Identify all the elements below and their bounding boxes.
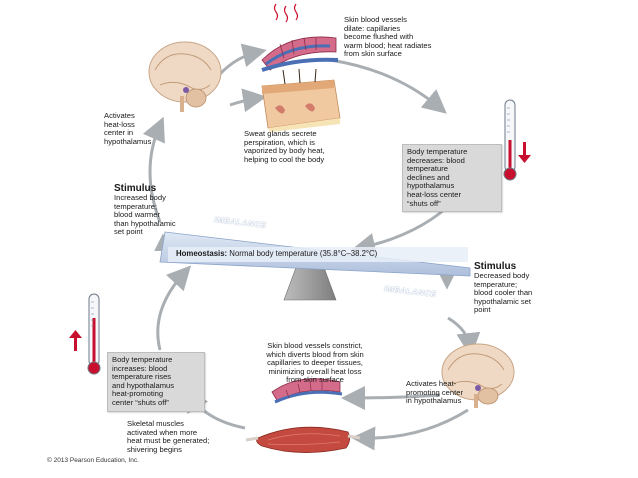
stimulus-left-text: Increased body temperature; blood warmer…	[114, 193, 176, 237]
thermometer-low-icon	[503, 99, 517, 181]
arrow-brain-to-vessels	[213, 43, 267, 81]
brain-top-icon	[148, 41, 222, 112]
homeostasis-value: Normal body temperature (35.8°C–38.2°C)	[227, 249, 378, 258]
arrow-vessels-to-temp	[329, 58, 447, 114]
heat-loss-center-text: Activates heat-loss center in hypothalam…	[104, 111, 152, 146]
homeostasis-band	[168, 247, 468, 262]
constricted-capillaries-icon	[271, 378, 343, 404]
arrow-brain-to-muscle	[351, 408, 469, 451]
stimulus-right-title: Stimulus	[474, 261, 517, 272]
arrow-stimulus-to-brain	[142, 116, 165, 223]
red-down-arrow-icon	[518, 142, 531, 163]
vessels-dilate-text: Skin blood vessels dilate: capillaries b…	[344, 15, 432, 59]
arrow-box-to-homeostasis	[156, 265, 192, 351]
stimulus-right-text: Decreased body temperature; blood cooler…	[474, 271, 533, 315]
heat-wave-icon	[273, 3, 299, 23]
vessels-constrict-text: Skin blood vessels constrict, which dive…	[266, 341, 364, 385]
heat-promoting-center-text: Activates heat- promoting center in hypo…	[406, 379, 463, 406]
stimulus-right: Stimulus Decreased body temperature; blo…	[474, 261, 574, 315]
brain-bottom-icon	[441, 343, 515, 408]
temp-decreases-box: Body temperature decreases: blood temper…	[402, 144, 502, 213]
shivering-text: Skeletal muscles activated when more hea…	[127, 419, 210, 454]
arrow-stimulus-to-brain-bottom	[447, 316, 481, 357]
homeostasis-title: Homeostasis:	[176, 249, 228, 258]
dilated-capillaries-icon	[261, 36, 339, 72]
muscle-icon	[245, 426, 361, 453]
temp-increases-box: Body temperature increases: blood temper…	[107, 352, 205, 412]
copyright: © 2013 Pearson Education, Inc.	[47, 457, 139, 464]
stimulus-left-title: Stimulus	[114, 183, 157, 194]
arrow-brain-to-sweat	[229, 88, 267, 113]
thermometer-high-icon	[87, 293, 101, 375]
stimulus-left: Stimulus Increased body temperature; blo…	[114, 183, 214, 237]
sweat-glands-text: Sweat glands secrete perspiration, which…	[244, 129, 325, 164]
arrow-brain-to-vessels-bottom	[341, 385, 441, 410]
homeostasis-label: Homeostasis: Normal body temperature (35…	[176, 249, 377, 258]
skin-cross-section-icon	[261, 68, 341, 132]
red-up-arrow-icon	[69, 330, 82, 351]
